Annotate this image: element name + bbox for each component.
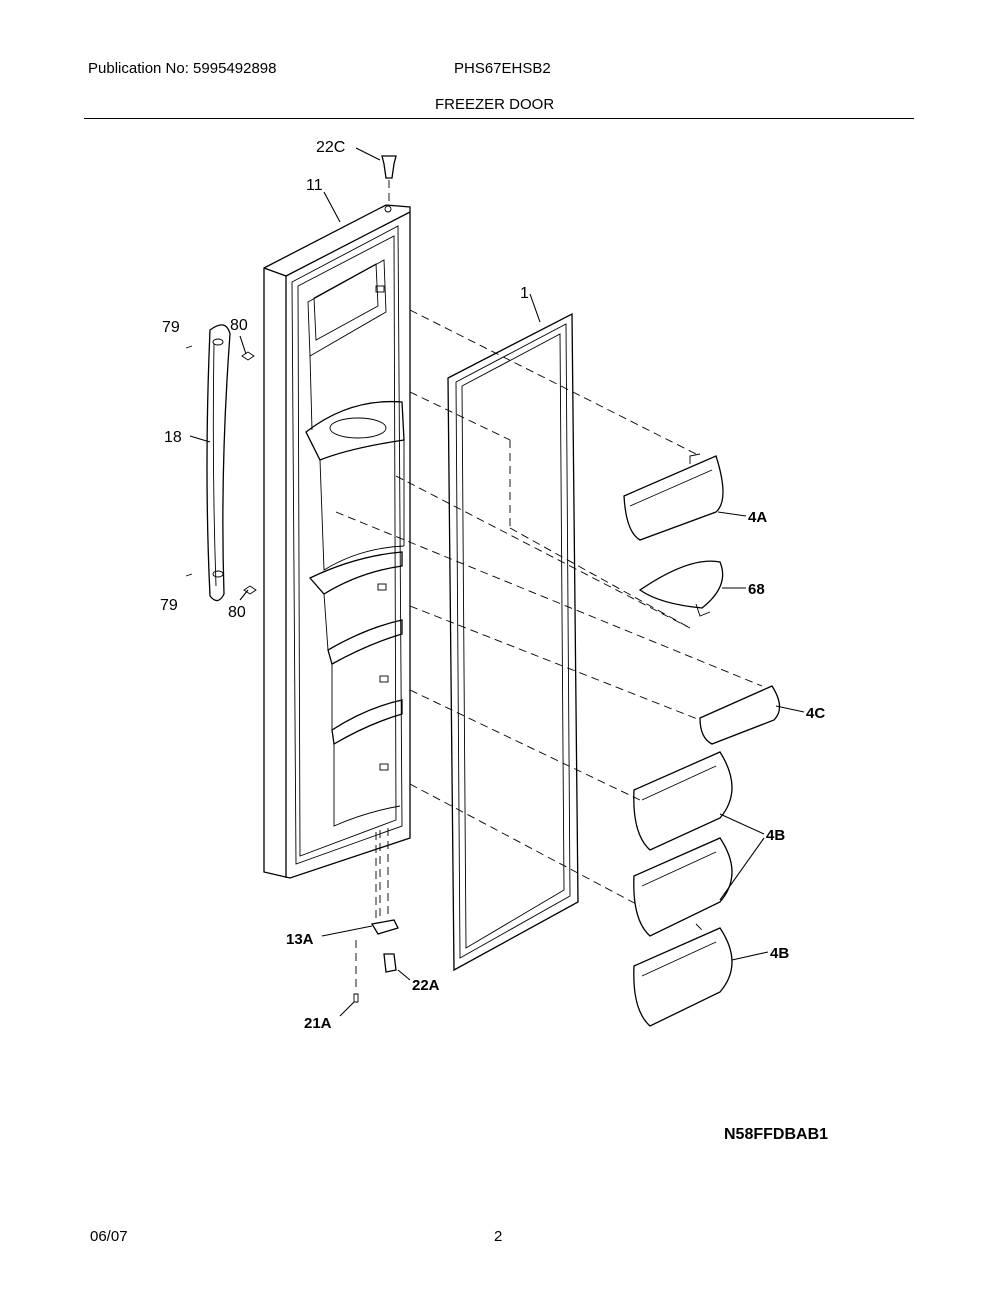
callout-11: 11: [306, 177, 323, 194]
door-gasket-part: [447, 312, 579, 972]
bin-4b-upper-part: [633, 751, 733, 851]
page-number: 2: [494, 1228, 503, 1245]
callout-4c: 4C: [806, 705, 825, 722]
header-divider: [84, 118, 914, 119]
bin-4b-middle-part: [633, 837, 733, 937]
leader-lines: [189, 147, 805, 1017]
door-liner-part: [263, 204, 411, 879]
callout-79-bottom: 79: [160, 597, 178, 614]
callout-21a: 21A: [304, 1015, 332, 1032]
callout-1: 1: [520, 285, 529, 302]
callout-4a: 4A: [748, 509, 767, 526]
callout-4b-lower: 4B: [770, 945, 789, 962]
callout-4b-upper: 4B: [766, 827, 785, 844]
assembly-lines: [335, 309, 763, 933]
ice-chute-part: [638, 560, 724, 617]
bin-4c-part: [699, 685, 781, 745]
model-number: PHS67EHSB2: [454, 60, 551, 77]
bin-4b-lower-part: [633, 927, 733, 1027]
diagram-code: N58FFDBAB1: [724, 1126, 829, 1143]
callout-68: 68: [748, 581, 765, 598]
top-hinge-pin-part: [381, 155, 397, 206]
callout-80-bottom: 80: [228, 604, 246, 621]
publication-number: Publication No: 5995492898: [88, 60, 277, 77]
bottom-hinge-parts: [353, 828, 399, 1003]
section-title: FREEZER DOOR: [435, 96, 555, 113]
handle-part: [206, 324, 231, 602]
handle-screws: [185, 345, 257, 595]
callout-80-top: 80: [230, 317, 248, 334]
callout-18: 18: [164, 429, 182, 446]
callout-79-top: 79: [162, 319, 180, 336]
callout-13a: 13A: [286, 931, 314, 948]
publication-date: 06/07: [90, 1228, 128, 1245]
bin-4a-part: [623, 453, 724, 541]
callout-22a: 22A: [412, 977, 440, 994]
callout-22c: 22C: [316, 139, 345, 156]
